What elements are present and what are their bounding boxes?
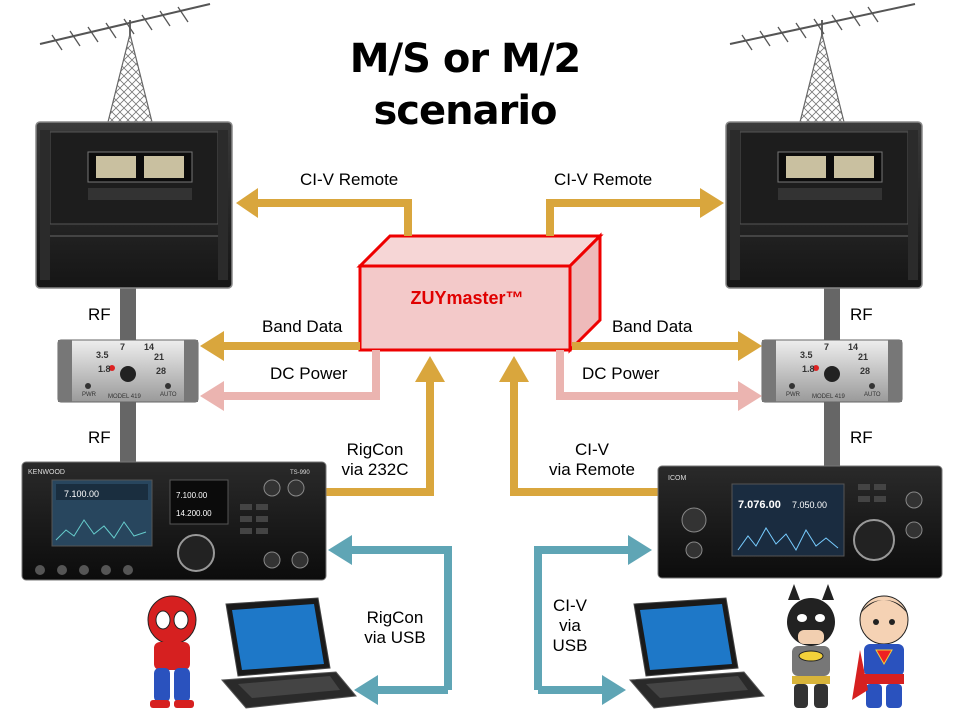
band-label-14: 14 <box>848 342 858 352</box>
icom-radio-icon: ICOM 7.076.00 7.050.00 <box>657 465 943 579</box>
batman-operator-icon <box>787 584 835 708</box>
superman-operator-icon <box>852 595 909 708</box>
civ-remote-left-label: CI-V Remote <box>300 170 399 189</box>
pwr-label: PWR <box>786 392 801 398</box>
title-line-1: M/S or M/2 <box>349 36 582 82</box>
laptop-right-icon <box>628 597 765 709</box>
band-label-28: 28 <box>156 366 166 376</box>
rf-cables <box>120 288 840 466</box>
antenna-switch-right-icon: 3.5 7 14 21 1.8 28 PWR AUTO MODEL 419 <box>761 339 903 403</box>
rf-right-bottom-label: RF <box>850 428 873 447</box>
band-label-7: 7 <box>120 342 125 352</box>
icom-brand: ICOM <box>668 475 686 482</box>
pwr-label: PWR <box>82 392 97 398</box>
dc-power-right-label: DC Power <box>582 364 660 383</box>
icom-freq-sub: 7.050.00 <box>792 500 827 510</box>
laptop-left-icon <box>220 597 357 709</box>
band-data-right-arrow <box>572 331 762 361</box>
band-label-7: 7 <box>824 342 829 352</box>
band-data-right-label: Band Data <box>612 317 693 336</box>
civ-usb-label: CI-V via USB <box>552 596 588 655</box>
auto-label: AUTO <box>864 392 881 398</box>
dc-power-left-label: DC Power <box>270 364 348 383</box>
spiderman-operator-icon <box>147 595 197 708</box>
dc-power-right-arrow <box>556 350 762 411</box>
rigcon-232c-arrow <box>326 356 445 496</box>
model-label: MODEL 419 <box>812 394 845 400</box>
kenwood-model: TS-990 <box>290 470 310 476</box>
civ-remote-right-label: CI-V Remote <box>554 170 653 189</box>
kenwood-radio-icon: KENWOOD TS-990 7.100.00 7.100.00 14.200.… <box>21 461 327 581</box>
band-label-3_5: 3.5 <box>96 350 109 360</box>
civ-via-remote-label: CI-V via Remote <box>549 440 635 479</box>
dc-power-left-arrow <box>200 350 380 411</box>
rf-right-top-label: RF <box>850 305 873 324</box>
kenwood-brand: KENWOOD <box>28 469 65 476</box>
rf-left-top-label: RF <box>88 305 111 324</box>
rigcon-usb-arrow <box>328 535 452 705</box>
auto-label: AUTO <box>160 392 177 398</box>
title-line-2: scenario <box>373 88 557 134</box>
band-label-1_8: 1.8 <box>802 364 815 374</box>
rigcon-232c-label: RigCon via 232C <box>341 440 409 479</box>
civ-remote-left-arrow <box>236 188 412 236</box>
band-label-14: 14 <box>144 342 154 352</box>
band-data-left-label: Band Data <box>262 317 343 336</box>
band-data-left-arrow <box>200 331 360 361</box>
band-label-1_8: 1.8 <box>98 364 111 374</box>
zuymaster-box <box>356 232 604 354</box>
kenwood-freq-main-a: 7.100.00 <box>64 489 99 499</box>
rf-left-bottom-label: RF <box>88 428 111 447</box>
model-label: MODEL 419 <box>108 394 141 400</box>
rigcon-usb-label: RigCon via USB <box>364 608 426 647</box>
antenna-right-icon <box>729 3 916 123</box>
kenwood-freq-main-b: 7.100.00 <box>176 491 208 500</box>
band-label-21: 21 <box>858 352 868 362</box>
kenwood-freq-sub: 14.200.00 <box>176 509 212 518</box>
zuymaster-label: ZUYmaster™ <box>410 288 524 308</box>
antenna-left-icon <box>39 3 211 123</box>
civ-via-remote-arrow <box>499 356 660 496</box>
civ-remote-right-arrow <box>546 188 724 236</box>
amplifier-right-icon <box>725 121 923 289</box>
band-label-28: 28 <box>860 366 870 376</box>
band-label-21: 21 <box>154 352 164 362</box>
antenna-switch-left-icon: 3.5 7 14 21 1.8 28 PWR AUTO MODEL 419 <box>57 339 199 403</box>
civ-usb-arrow <box>534 535 652 705</box>
band-label-3_5: 3.5 <box>800 350 813 360</box>
amplifier-left-icon <box>35 121 233 289</box>
icom-freq-main: 7.076.00 <box>738 499 781 511</box>
